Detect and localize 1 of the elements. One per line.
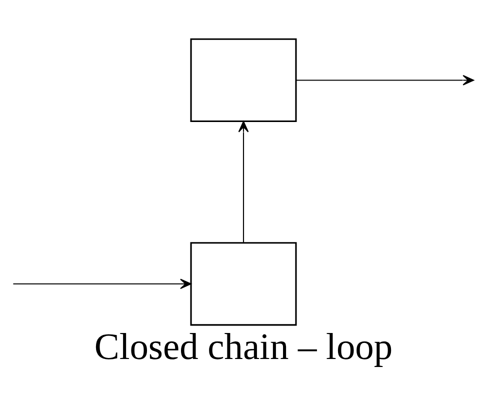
caption: Closed chain – loop [94, 326, 393, 368]
